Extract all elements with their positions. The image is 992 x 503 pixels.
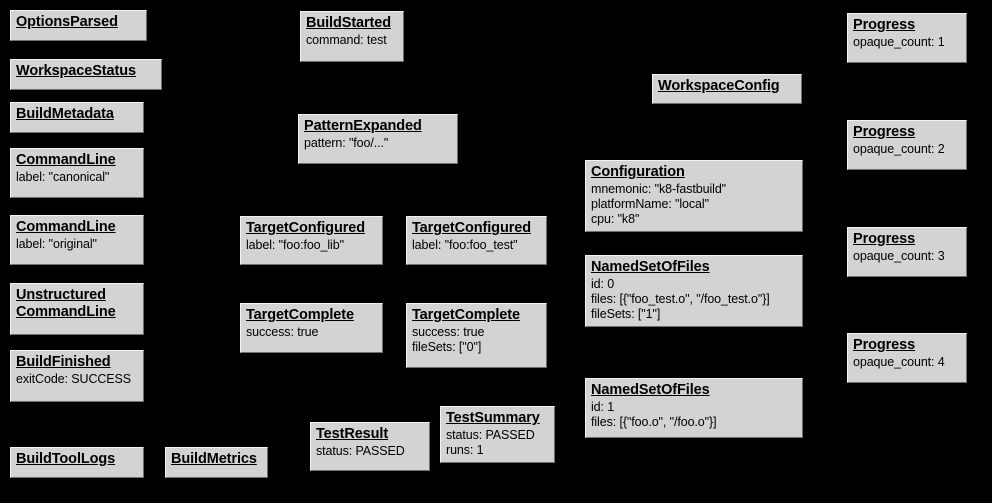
node-configuration[interactable]: Configuration mnemonic: "k8-fastbuild" pl… [585,160,803,232]
node-progress-4[interactable]: Progress opaque_count: 4 [847,333,967,383]
node-progress-3[interactable]: Progress opaque_count: 3 [847,227,967,277]
node-named-set-of-files-0[interactable]: NamedSetOfFiles id: 0 files: [{"foo_test.… [585,255,803,327]
node-pattern-expanded[interactable]: PatternExpanded pattern: "foo/..." [298,114,458,164]
node-fields: opaque_count: 2 [853,142,945,156]
node-fields: id: 0 files: [{"foo_test.o", "/foo_test.… [591,277,770,321]
node-target-configured-test[interactable]: TargetConfigured label: "foo:foo_test" [406,216,547,265]
node-workspace-config[interactable]: WorkspaceConfig [652,74,802,104]
node-fields: label: "foo:foo_test" [412,238,518,252]
node-title: OptionsParsed [16,14,118,30]
node-build-metadata[interactable]: BuildMetadata [10,102,144,133]
node-title: TargetConfigured [246,220,365,236]
node-fields: opaque_count: 3 [853,249,945,263]
node-title: CommandLine [16,219,116,235]
node-fields: success: true [246,325,319,339]
node-title: Progress [853,17,916,33]
node-command-line-canonical[interactable]: CommandLine label: "canonical" [10,148,144,198]
node-build-started[interactable]: BuildStarted command: test [300,11,404,62]
node-title: NamedSetOfFiles [591,382,710,398]
node-options-parsed[interactable]: OptionsParsed [10,10,147,41]
node-fields: id: 1 files: [{"foo.o", "/foo.o"}] [591,400,717,429]
node-title: NamedSetOfFiles [591,259,710,275]
node-fields: label: "foo:foo_lib" [246,238,344,252]
node-build-tool-logs[interactable]: BuildToolLogs [10,447,144,478]
node-title: BuildStarted [306,15,392,31]
node-fields: label: "original" [16,237,97,251]
node-title: Configuration [591,164,685,180]
node-build-metrics[interactable]: BuildMetrics [165,447,268,478]
node-build-finished[interactable]: BuildFinished exitCode: SUCCESS [10,350,144,402]
node-title: BuildToolLogs [16,451,116,467]
node-fields: exitCode: SUCCESS [16,372,132,386]
node-test-result[interactable]: TestResult status: PASSED [310,422,430,471]
node-title: TargetComplete [246,307,354,323]
node-command-line-original[interactable]: CommandLine label: "original" [10,215,144,265]
node-fields: pattern: "foo/..." [304,136,389,150]
node-fields: success: true fileSets: ["0"] [412,325,485,354]
node-title: BuildFinished [16,354,111,370]
node-title: TargetComplete [412,307,520,323]
node-progress-1[interactable]: Progress opaque_count: 1 [847,13,967,63]
node-test-summary[interactable]: TestSummary status: PASSED runs: 1 [440,406,555,463]
node-title: Progress [853,337,916,353]
node-target-complete-test[interactable]: TargetComplete success: true fileSets: ["… [406,303,547,368]
node-title: TargetConfigured [412,220,531,236]
node-title: WorkspaceConfig [658,78,780,94]
node-title: PatternExpanded [304,118,422,134]
node-workspace-status[interactable]: WorkspaceStatus [10,59,162,90]
node-target-complete-lib[interactable]: TargetComplete success: true [240,303,383,353]
node-target-configured-lib[interactable]: TargetConfigured label: "foo:foo_lib" [240,216,383,265]
node-progress-2[interactable]: Progress opaque_count: 2 [847,120,967,170]
node-title: Progress [853,231,916,247]
node-title: WorkspaceStatus [16,63,136,79]
node-unstructured-command-line[interactable]: Unstructured CommandLine [10,283,144,335]
node-fields: opaque_count: 4 [853,355,945,369]
node-fields: opaque_count: 1 [853,35,945,49]
node-named-set-of-files-1[interactable]: NamedSetOfFiles id: 1 files: [{"foo.o", "… [585,378,803,438]
node-title: TestResult [316,426,389,442]
node-title: TestSummary [446,410,540,426]
node-fields: status: PASSED runs: 1 [446,428,535,457]
node-title: BuildMetrics [171,451,257,467]
node-title: CommandLine [16,152,116,168]
node-fields: mnemonic: "k8-fastbuild" platformName: "… [591,182,727,226]
node-title: BuildMetadata [16,106,114,122]
node-title: Progress [853,124,916,140]
node-fields: command: test [306,33,387,47]
node-fields: label: "canonical" [16,170,110,184]
node-fields: status: PASSED [316,444,405,458]
node-title: Unstructured CommandLine [16,287,116,320]
